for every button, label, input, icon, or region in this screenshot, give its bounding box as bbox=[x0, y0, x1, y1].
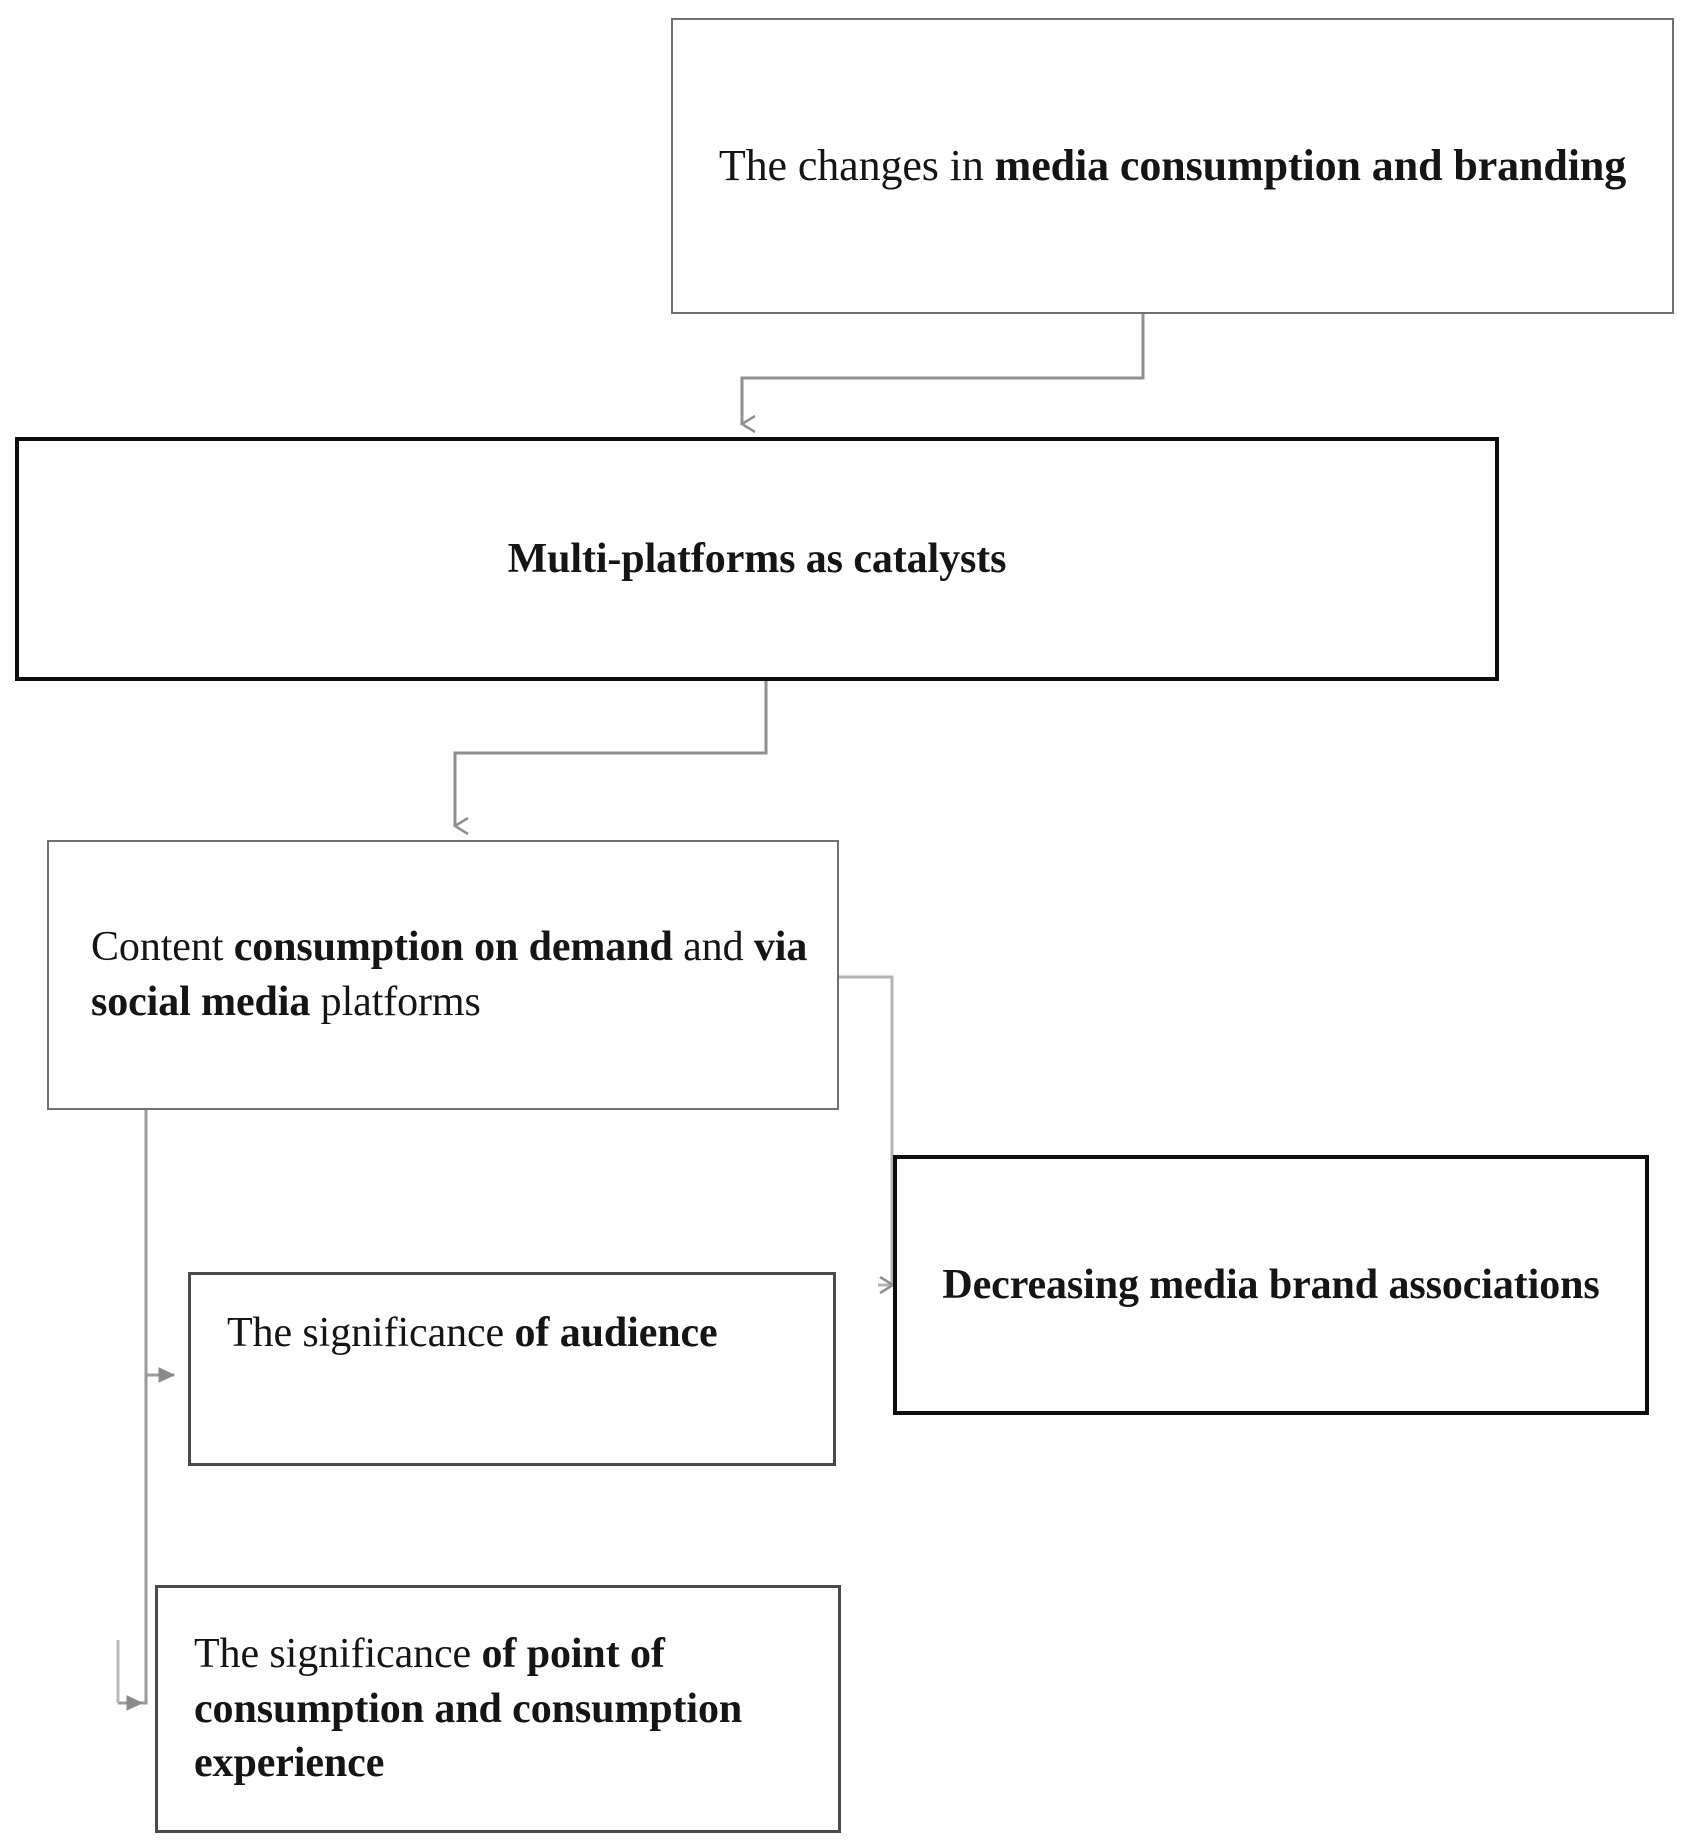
node-catalysts-label: Multi-platforms as catalysts bbox=[507, 535, 1007, 582]
node-point-label: The significance of point of consumption… bbox=[194, 1631, 743, 1787]
node-changes-label: The changes in media consumption and bra… bbox=[718, 141, 1627, 191]
edge-changes-to-catalysts bbox=[739, 314, 1145, 434]
node-changes-in-media-consumption[interactable]: The changes in media consumption and bra… bbox=[671, 18, 1674, 314]
node-audience-label: The significance of audience bbox=[227, 1309, 718, 1356]
node-decreasing-label: Decreasing media brand associations bbox=[942, 1261, 1600, 1308]
edge-content-to-point bbox=[116, 1375, 148, 1711]
edge-content-to-audience bbox=[144, 1110, 176, 1383]
node-significance-of-audience[interactable]: The significance of audience bbox=[188, 1272, 836, 1466]
edge-catalysts-to-content bbox=[452, 681, 768, 836]
node-multi-platforms-as-catalysts[interactable]: Multi-platforms as catalysts bbox=[15, 437, 1499, 681]
node-decreasing-media-brand-associations[interactable]: Decreasing media brand associations bbox=[893, 1155, 1649, 1415]
node-content-label: Content consumption on demand and via so… bbox=[91, 924, 808, 1025]
node-significance-of-point-of-consumption[interactable]: The significance of point of consumption… bbox=[155, 1585, 841, 1833]
node-content-consumption-on-demand[interactable]: Content consumption on demand and via so… bbox=[47, 840, 839, 1110]
edge-content-to-decreasing bbox=[839, 975, 896, 1295]
